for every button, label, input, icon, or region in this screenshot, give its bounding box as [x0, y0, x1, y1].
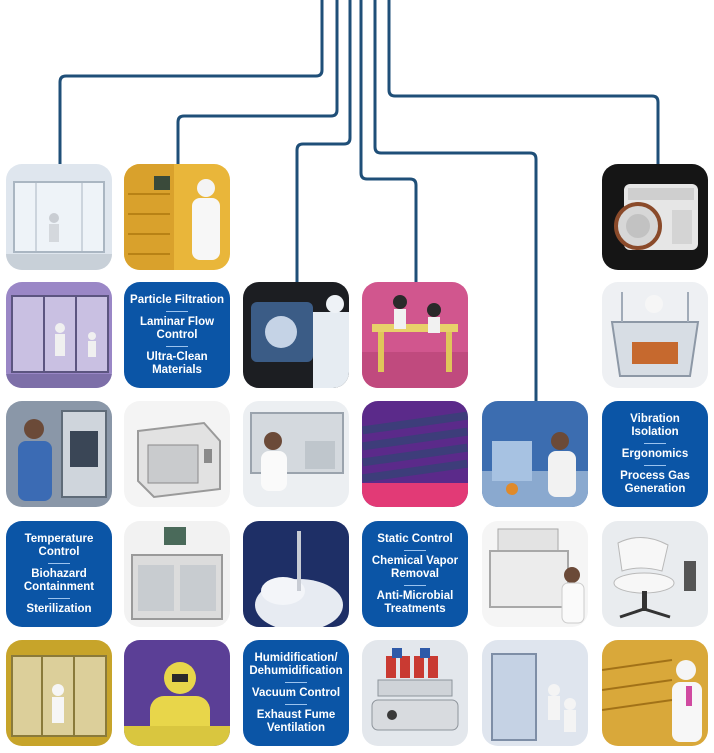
fume-hood-tile	[482, 401, 588, 507]
desiccator-cabinet-photo	[124, 401, 230, 507]
autoclave-sterilizer-photo	[602, 164, 708, 270]
card-divider	[285, 681, 307, 683]
temperature-control-card: Temperature Control Biohazard Containmen…	[6, 521, 112, 627]
card-item: Temperature Control	[24, 532, 94, 558]
card-item: Chemical Vapor Removal	[371, 554, 459, 580]
orbital-shaker-photo	[362, 640, 468, 746]
card-item: Process Gas Generation	[620, 469, 690, 495]
cryogenic-vapor-photo	[243, 521, 349, 627]
connector-line	[295, 0, 352, 288]
connector-line	[373, 0, 538, 405]
card-divider	[404, 549, 426, 551]
humidification-card: Humidification/ Dehumidification Vacuum …	[243, 640, 349, 746]
glovebox-isolator-photo	[243, 282, 349, 388]
biosafety-cabinet-tile	[243, 401, 349, 507]
cleanroom-technician-tile	[124, 164, 230, 270]
card-item: Ultra-Clean Materials	[146, 350, 208, 376]
vibration-isolation-card: Vibration Isolation Ergonomics Process G…	[602, 401, 708, 507]
card-item: Particle Filtration	[130, 293, 224, 306]
incubator-cabinet-tile	[124, 521, 230, 627]
acrylic-enclosure-photo	[602, 282, 708, 388]
card-divider	[166, 345, 188, 347]
pass-through-chamber-tile	[6, 401, 112, 507]
ionizing-bar-photo	[362, 401, 468, 507]
softwall-cleanroom-tile	[6, 164, 112, 270]
cleanroom-chair-tile	[602, 521, 708, 627]
acrylic-enclosure-tile	[602, 282, 708, 388]
desiccator-cabinet-tile	[124, 401, 230, 507]
card-item: Laminar Flow Control	[139, 315, 215, 341]
card-divider	[48, 562, 70, 564]
bunny-suit-worker-photo	[124, 640, 230, 746]
modular-cleanroom-photo	[6, 282, 112, 388]
connector-line	[387, 0, 660, 170]
orbital-shaker-tile	[362, 640, 468, 746]
biosafety-cabinet-photo	[243, 401, 349, 507]
card-item: Ergonomics	[621, 447, 689, 460]
cleanroom-corridor-tile	[6, 640, 112, 746]
card-item: Exhaust Fume Ventilation	[256, 708, 336, 734]
cleanroom-technician-photo	[124, 164, 230, 270]
walk-in-enclosure-tile	[482, 640, 588, 746]
card-item: Anti-Microbial Treatments	[376, 589, 454, 615]
card-divider	[285, 703, 307, 705]
fume-hood-photo	[482, 401, 588, 507]
softwall-cleanroom-photo	[6, 164, 112, 270]
card-divider	[166, 310, 188, 312]
yellow-light-cleanroom-photo	[602, 640, 708, 746]
cryogenic-vapor-tile	[243, 521, 349, 627]
card-item: Static Control	[377, 532, 453, 545]
laminar-flow-hood-tile	[482, 521, 588, 627]
lab-workstation-tile	[362, 282, 468, 388]
incubator-cabinet-photo	[124, 521, 230, 627]
card-item: Vibration Isolation	[630, 412, 680, 438]
card-divider	[404, 584, 426, 586]
modular-cleanroom-tile	[6, 282, 112, 388]
card-divider	[644, 464, 666, 466]
walk-in-enclosure-photo	[482, 640, 588, 746]
glovebox-isolator-tile	[243, 282, 349, 388]
card-divider	[48, 597, 70, 599]
yellow-light-cleanroom-tile	[602, 640, 708, 746]
card-item: Sterilization	[26, 602, 92, 615]
card-divider	[644, 442, 666, 444]
bunny-suit-worker-tile	[124, 640, 230, 746]
pass-through-chamber-photo	[6, 401, 112, 507]
lab-workstation-photo	[362, 282, 468, 388]
card-item: Humidification/ Dehumidification	[249, 651, 343, 677]
connector-line	[58, 0, 324, 170]
card-item: Biohazard Containment	[23, 567, 95, 593]
cleanroom-corridor-photo	[6, 640, 112, 746]
cleanroom-chair-photo	[602, 521, 708, 627]
static-control-card: Static Control Chemical Vapor Removal An…	[362, 521, 468, 627]
ionizing-bar-tile	[362, 401, 468, 507]
connector-line	[359, 0, 418, 288]
particle-filtration-card: Particle Filtration Laminar Flow Control…	[124, 282, 230, 388]
laminar-flow-hood-photo	[482, 521, 588, 627]
connector-line	[176, 0, 339, 170]
card-item: Vacuum Control	[251, 686, 341, 699]
autoclave-sterilizer-tile	[602, 164, 708, 270]
